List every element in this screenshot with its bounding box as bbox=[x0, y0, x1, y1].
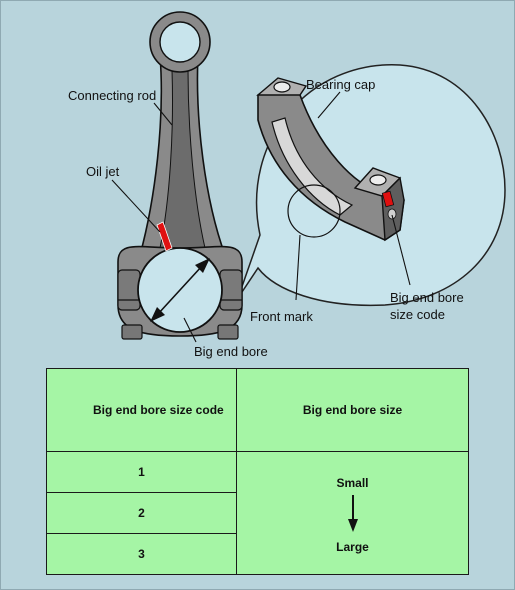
size-range-cell: Small Large bbox=[236, 451, 469, 575]
bearing-cap-illustration bbox=[256, 77, 405, 242]
arrow-down-icon bbox=[347, 495, 358, 532]
label-oil-jet: Oil jet bbox=[86, 164, 120, 179]
size-code-table: Big end bore size code Big end bore size… bbox=[46, 368, 469, 575]
table-header-row: Big end bore size code Big end bore size bbox=[46, 368, 469, 452]
connecting-rod-diagram: Connecting rod Oil jet Bearing cap Front… bbox=[68, 11, 506, 359]
oil-jet-mark bbox=[156, 221, 173, 252]
table-row: 3 bbox=[46, 533, 469, 575]
label-connecting-rod: Connecting rod bbox=[68, 88, 156, 103]
size-small-label: Small bbox=[336, 476, 369, 490]
label-size-code-line1: Big end bore bbox=[390, 290, 464, 305]
label-size-code-line2: size code bbox=[390, 307, 445, 322]
connecting-rod-illustration bbox=[117, 11, 243, 340]
size-code-mark bbox=[381, 190, 395, 208]
header-size: Big end bore size bbox=[236, 368, 469, 452]
leader-lines bbox=[111, 91, 411, 343]
label-front-mark: Front mark bbox=[250, 309, 313, 324]
label-big-end-bore: Big end bore bbox=[194, 344, 268, 359]
table-row: 1 Small Large bbox=[46, 451, 469, 575]
front-mark-circle bbox=[287, 184, 341, 238]
size-code-table-grid: Big end bore size code Big end bore size… bbox=[46, 368, 469, 575]
code-cell-1: 1 bbox=[46, 451, 237, 493]
label-bearing-cap: Bearing cap bbox=[306, 77, 375, 92]
code-cell-3: 3 bbox=[46, 533, 237, 575]
header-size-code: Big end bore size code bbox=[46, 368, 237, 452]
size-large-label: Large bbox=[336, 540, 369, 554]
code-cell-2: 2 bbox=[46, 492, 237, 534]
